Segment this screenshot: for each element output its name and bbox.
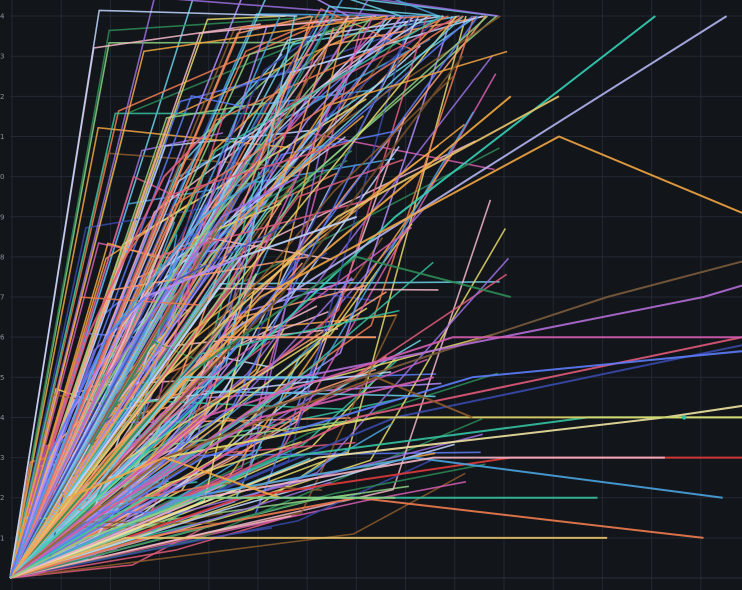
series-line-12 xyxy=(9,404,742,579)
series-line-20 xyxy=(9,255,512,579)
background-track-line xyxy=(9,513,297,579)
y-tick-label: 5 xyxy=(0,374,4,382)
background-track-line xyxy=(9,15,489,579)
background-track-line xyxy=(9,175,185,579)
background-track-line xyxy=(9,226,412,579)
series-line-35 xyxy=(9,496,396,579)
series-line-16 xyxy=(9,336,742,579)
background-track-line xyxy=(9,15,464,579)
background-track-line xyxy=(9,126,290,579)
y-tick-label: 1 xyxy=(0,534,4,542)
series-line-33 xyxy=(9,296,146,579)
background-track-line xyxy=(9,434,190,579)
series-lines xyxy=(9,0,742,579)
background-track-line xyxy=(9,472,466,579)
y-tick-labels: 1 2 3 4 5 6 7 8 9 0 1 2 3 4 xyxy=(0,13,5,543)
background-track-line xyxy=(9,15,387,579)
series-line-3 xyxy=(9,95,560,579)
background-track-line xyxy=(9,570,47,579)
background-track-line xyxy=(9,204,225,579)
background-track-line xyxy=(9,273,508,579)
y-tick-label: 7 xyxy=(0,294,4,302)
background-track-line xyxy=(9,15,464,579)
y-tick-label: 4 xyxy=(0,414,5,422)
y-tick-label: 3 xyxy=(0,454,4,462)
series-line-15 xyxy=(9,350,742,579)
series-line-21 xyxy=(9,175,300,579)
series-endpoint-marker xyxy=(682,415,687,420)
series-line-29 xyxy=(9,456,665,579)
background-track-line xyxy=(9,0,440,579)
series-line-27 xyxy=(9,536,608,579)
y-tick-label: 2 xyxy=(0,494,4,502)
background-track-line xyxy=(9,463,486,579)
background-track-line xyxy=(9,94,250,579)
background-track-line xyxy=(9,15,444,579)
y-tick-label: 2 xyxy=(0,93,4,101)
background-track-line xyxy=(9,0,395,579)
background-track-line xyxy=(9,15,432,579)
series-line-26 xyxy=(9,376,473,579)
y-tick-label: 1 xyxy=(0,133,4,141)
background-track-line xyxy=(9,492,362,579)
series-line-0 xyxy=(9,15,656,579)
series-line-34 xyxy=(9,376,435,579)
background-track-line xyxy=(9,111,475,579)
background-track-line xyxy=(9,9,298,579)
y-tick-label: 6 xyxy=(0,334,5,342)
series-line-18 xyxy=(9,456,723,579)
y-tick-label: 3 xyxy=(0,53,4,61)
background-track-line xyxy=(9,443,455,579)
series-line-24 xyxy=(9,376,319,579)
series-line-31 xyxy=(9,175,261,579)
background-track-line xyxy=(9,340,195,579)
series-line-25 xyxy=(9,255,242,579)
background-track-line xyxy=(9,15,404,579)
background-track-line xyxy=(9,141,350,579)
series-line-32 xyxy=(9,456,281,579)
y-tick-label: 4 xyxy=(0,13,5,21)
background-track-line xyxy=(9,515,292,579)
y-tick-label: 8 xyxy=(0,253,4,261)
y-tick-label: 9 xyxy=(0,213,4,221)
y-tick-label: 0 xyxy=(0,173,4,181)
background-track-line xyxy=(9,5,440,579)
background-track-line xyxy=(9,459,432,579)
series-line-23 xyxy=(9,336,376,579)
series-line-19 xyxy=(9,496,704,579)
background-track-line xyxy=(9,102,266,579)
